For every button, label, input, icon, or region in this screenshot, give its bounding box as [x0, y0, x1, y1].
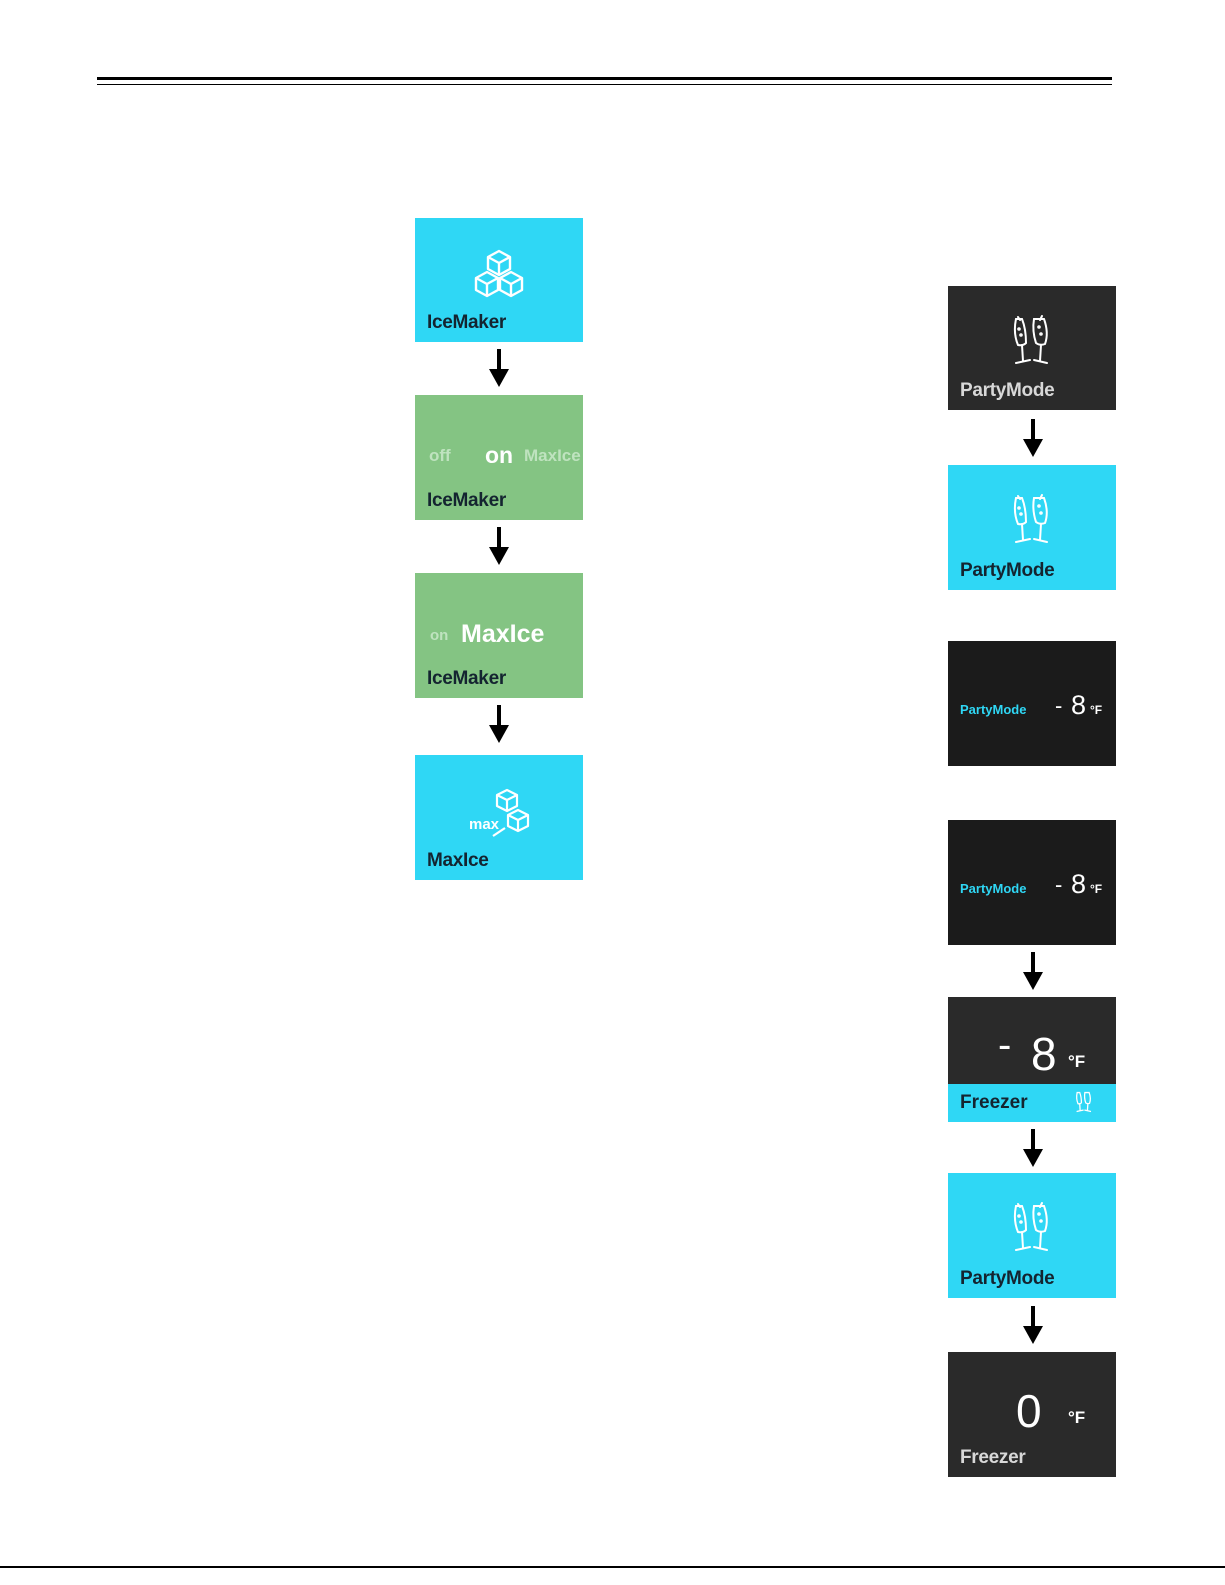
arrow-down-icon	[487, 527, 511, 567]
screen-label: MaxIce	[427, 850, 489, 872]
option-maxice-selected: MaxIce	[461, 620, 544, 649]
arrow-down-icon	[487, 349, 511, 389]
screen-label: PartyMode	[960, 560, 1054, 582]
option-on-selected: on	[485, 442, 513, 469]
freezer-screen: 0 °F Freezer	[948, 1352, 1116, 1477]
partymode-screen-selected: PartyMode	[948, 465, 1116, 590]
champagne-glasses-icon	[1072, 1089, 1096, 1115]
screen-label: Freezer	[960, 1092, 1028, 1114]
screen-label: IceMaker	[427, 490, 506, 512]
freezer-status-bar: Freezer	[948, 1084, 1116, 1122]
option-maxice: MaxIce	[524, 446, 581, 466]
temp-unit: °F	[1068, 1052, 1085, 1072]
champagne-glasses-icon	[1004, 1202, 1060, 1254]
temp-sign: -	[998, 1023, 1011, 1068]
temp-value: 8	[1071, 869, 1086, 900]
footer-rule	[0, 1566, 1225, 1568]
max-icon-text: max	[469, 816, 499, 833]
champagne-glasses-icon	[1004, 494, 1060, 546]
screen-label: PartyMode	[960, 380, 1054, 402]
freezer-partymode-screen: - 8 °F Freezer	[948, 997, 1116, 1122]
temp-sign: -	[1055, 693, 1062, 719]
maxice-screen: max MaxIce	[415, 755, 583, 880]
arrow-down-icon	[487, 705, 511, 745]
icemaker-maxice-screen: on MaxIce IceMaker	[415, 573, 583, 698]
screen-label: IceMaker	[427, 312, 506, 334]
screen-label: IceMaker	[427, 668, 506, 690]
partymode-screen-selected-2: PartyMode	[948, 1173, 1116, 1298]
temp-unit: °F	[1068, 1408, 1085, 1428]
screen-label: Freezer	[960, 1447, 1026, 1469]
partymode-status-label: PartyMode	[960, 881, 1026, 896]
icemaker-screen: IceMaker	[415, 218, 583, 342]
option-off: off	[429, 446, 451, 466]
temp-value: 0	[1016, 1384, 1042, 1438]
partymode-active-screen-2: PartyMode - 8 °F	[948, 820, 1116, 945]
champagne-glasses-icon	[1004, 315, 1060, 367]
partymode-active-screen: PartyMode - 8 °F	[948, 641, 1116, 766]
ice-cubes-icon	[473, 248, 525, 300]
arrow-down-icon	[1021, 1306, 1045, 1346]
temp-sign: -	[1055, 872, 1062, 898]
header-rule-thick	[97, 77, 1112, 80]
screen-label: PartyMode	[960, 1268, 1054, 1290]
header-rule-thin	[97, 84, 1112, 85]
arrow-down-icon	[1021, 419, 1045, 459]
temp-unit: °F	[1090, 882, 1102, 896]
temp-value: 8	[1071, 690, 1086, 721]
partymode-status-label: PartyMode	[960, 702, 1026, 717]
partymode-screen-inactive: PartyMode	[948, 286, 1116, 410]
option-on: on	[430, 627, 448, 644]
icemaker-on-screen: off on MaxIce IceMaker	[415, 395, 583, 520]
arrow-down-icon	[1021, 952, 1045, 992]
temp-unit: °F	[1090, 703, 1102, 717]
temp-value: 8	[1031, 1027, 1057, 1081]
arrow-down-icon	[1021, 1129, 1045, 1169]
